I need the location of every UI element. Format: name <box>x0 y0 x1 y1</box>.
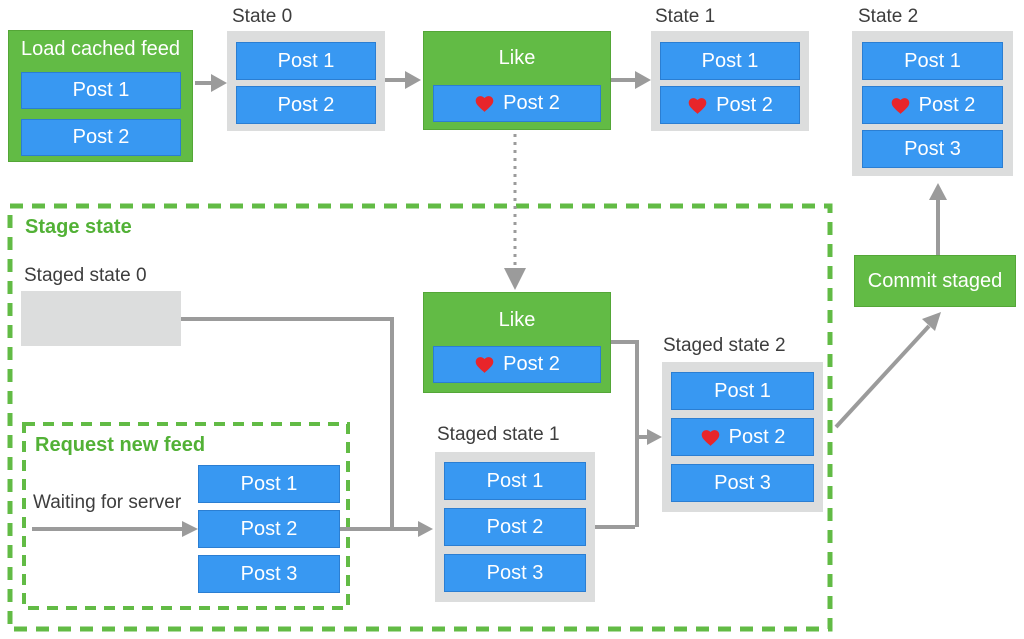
post-button: Post 1 <box>660 42 800 80</box>
staged-like-action-title: Like <box>498 309 536 331</box>
post-label: Post 2 <box>728 425 786 448</box>
staged-state0-box <box>21 291 181 346</box>
state1-box: Post 1 Post 2 <box>651 31 809 131</box>
state2-label: State 2 <box>858 6 919 27</box>
liked-post-button: Post 2 <box>862 86 1003 124</box>
staged-like-action-box: Like Post 2 <box>423 292 611 393</box>
post-button: Post 1 <box>236 42 376 80</box>
post-button: Post 1 <box>21 72 181 109</box>
post-button: Post 1 <box>444 462 586 500</box>
liked-post-button: Post 2 <box>660 86 800 124</box>
post-button: Post 2 <box>444 508 586 546</box>
post-button: Post 2 <box>198 510 340 548</box>
stage-state-title: Stage state <box>25 216 132 238</box>
heart-icon <box>688 97 707 114</box>
request-new-feed-dashed-border <box>22 422 350 610</box>
liked-post-button: Post 2 <box>433 346 601 383</box>
post-button: Post 1 <box>671 372 814 410</box>
staged-state2-label: Staged state 2 <box>663 335 786 356</box>
arrowhead-into-staged2 <box>647 429 662 445</box>
state0-box: Post 1 Post 2 <box>227 31 385 131</box>
arrowhead-commit-to-state2 <box>929 183 947 200</box>
post-label: Post 2 <box>918 93 976 116</box>
post-label: Post 2 <box>503 92 560 114</box>
liked-post-button: Post 2 <box>671 418 814 456</box>
like-action-title: Like <box>498 47 536 69</box>
arrowhead-into-staged1 <box>418 521 433 537</box>
post-button: Post 3 <box>198 555 340 593</box>
waiting-for-server-text: Waiting for server <box>33 492 182 513</box>
like-action-box: Like Post 2 <box>423 31 611 130</box>
load-cached-feed-title: Load cached feed <box>20 38 181 60</box>
post-button: Post 1 <box>198 465 340 503</box>
request-new-feed-title: Request new feed <box>35 434 206 456</box>
connector-staged0-elbow <box>181 317 394 529</box>
commit-staged-label: Commit staged <box>867 269 1003 292</box>
post-label: Post 2 <box>503 353 560 375</box>
heart-icon <box>701 429 719 446</box>
stage-state-dashed-border <box>7 203 833 632</box>
post-button: Post 3 <box>862 130 1003 168</box>
state0-label: State 0 <box>232 6 293 27</box>
arrowhead-state0-to-like <box>405 71 421 89</box>
heart-icon <box>475 96 494 112</box>
post-button: Post 2 <box>236 86 376 124</box>
post-button: Post 3 <box>444 554 586 592</box>
post-button: Post 2 <box>21 119 181 156</box>
state1-label: State 1 <box>655 6 716 27</box>
arrow-staged2-to-commit <box>834 324 931 429</box>
commit-staged-box: Commit staged <box>854 255 1016 307</box>
arrowhead-like-to-staged-like <box>504 268 526 290</box>
staged-state1-box: Post 1 Post 2 Post 3 <box>435 452 595 602</box>
heart-icon <box>475 357 494 373</box>
state2-box: Post 1 Post 2 Post 3 <box>852 31 1013 176</box>
load-cached-feed-box: Load cached feed Post 1 Post 2 <box>8 30 193 162</box>
connector-staged-like-elbow <box>611 340 639 527</box>
post-label: Post 2 <box>716 93 773 116</box>
staged-state2-box: Post 1 Post 2 Post 3 <box>662 362 823 512</box>
liked-post-button: Post 2 <box>433 85 601 122</box>
arrowhead-load-to-state0 <box>211 74 227 92</box>
arrowhead-waiting-for-server <box>182 521 198 537</box>
post-button: Post 3 <box>671 464 814 502</box>
staged-state0-label: Staged state 0 <box>24 265 147 286</box>
staged-state1-label: Staged state 1 <box>437 424 560 445</box>
post-button: Post 1 <box>862 42 1003 80</box>
arrowhead-like-to-state1 <box>635 71 651 89</box>
heart-icon <box>891 97 909 114</box>
arrowhead-staged2-to-commit <box>922 312 941 331</box>
